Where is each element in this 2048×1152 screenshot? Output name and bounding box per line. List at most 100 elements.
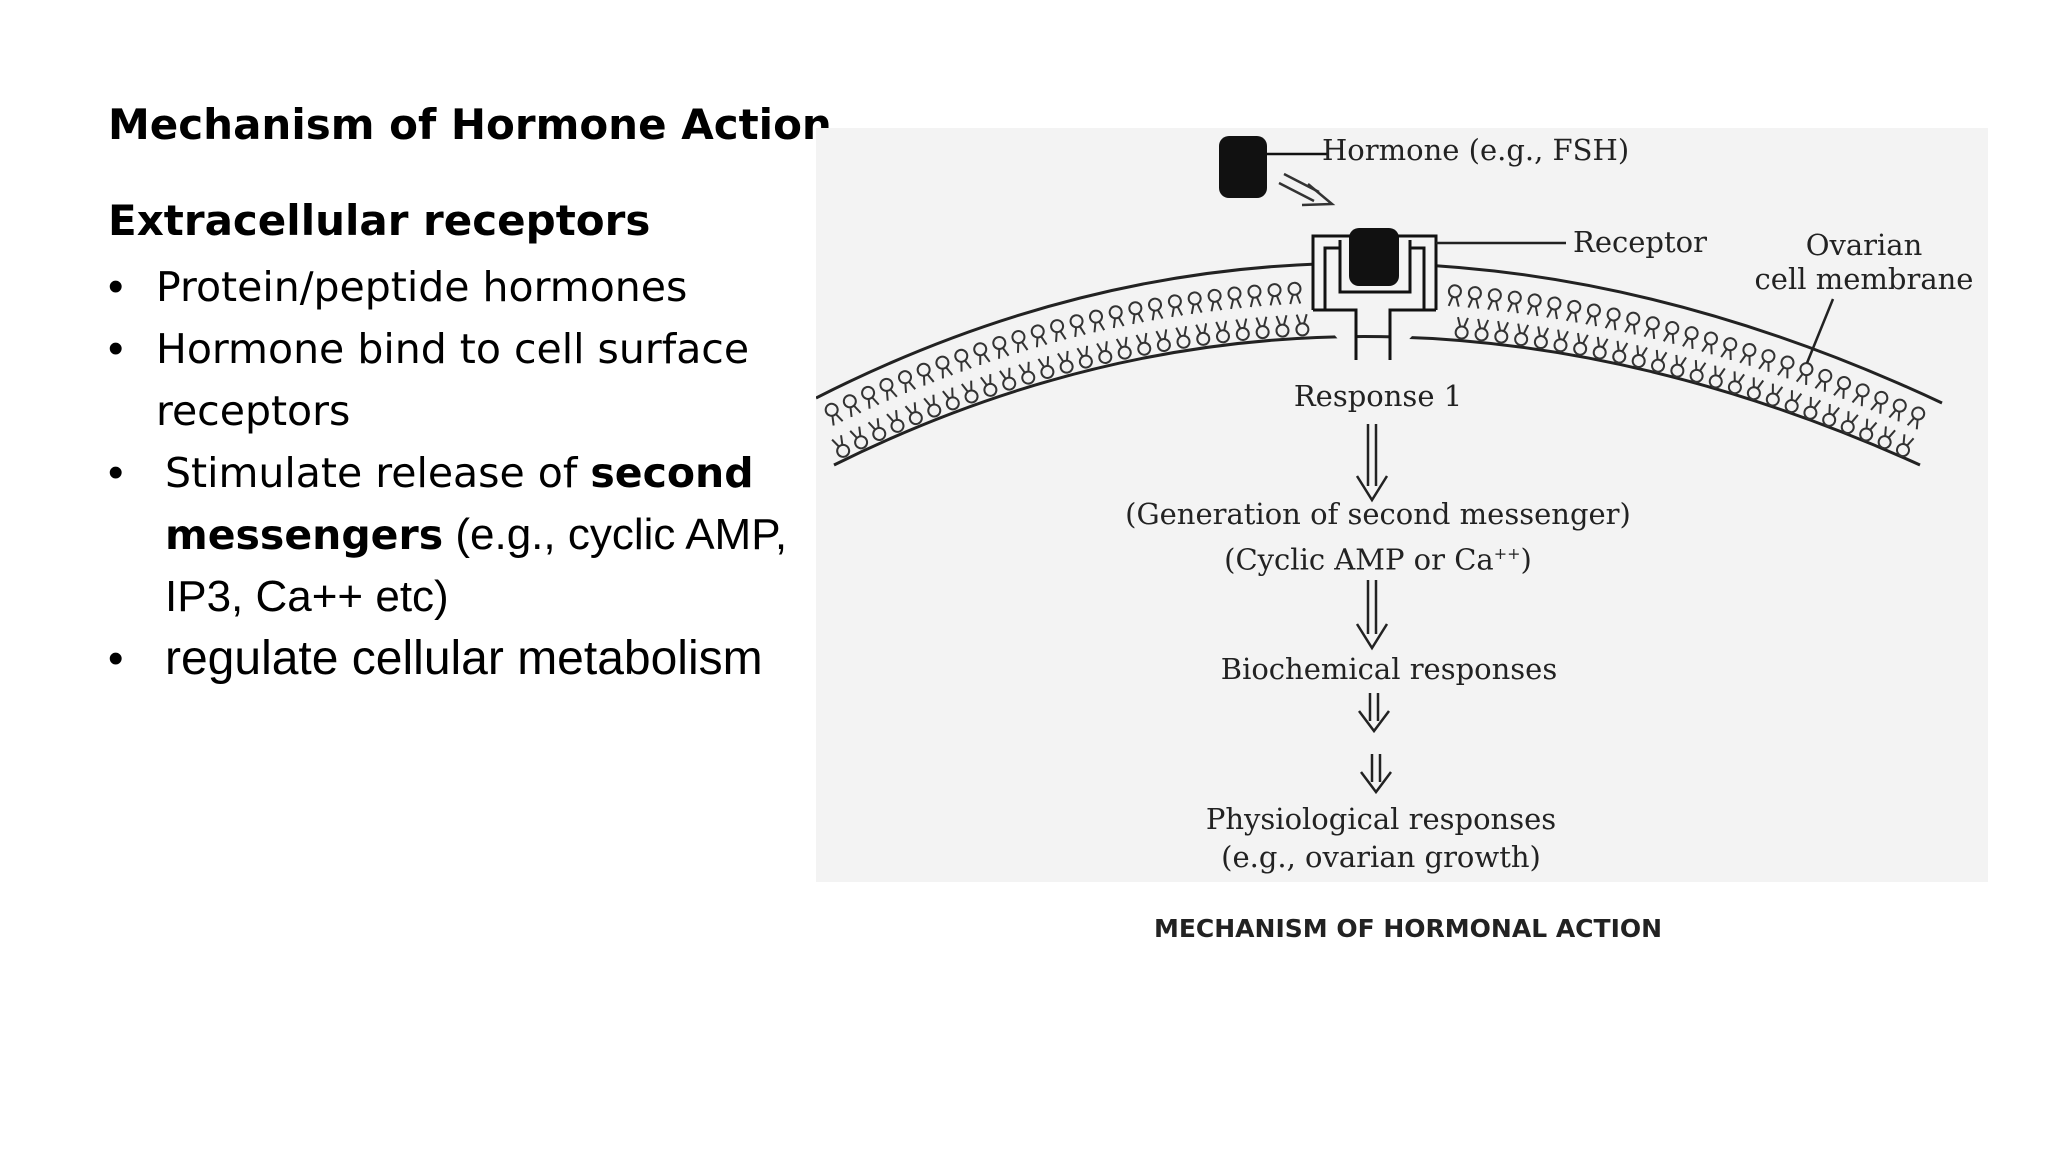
phospholipid (886, 410, 905, 433)
phospholipid (904, 402, 923, 426)
second-messenger-line: (Generation of second messenger) (1125, 497, 1631, 531)
flow-arrow (1355, 424, 1389, 503)
phospholipid (1187, 291, 1203, 315)
bullet-text: Stimulate release of second messengers (… (165, 442, 788, 628)
bullet-marker: • (108, 324, 124, 373)
phospholipid (1467, 286, 1482, 309)
phospholipid (1507, 290, 1522, 314)
phospholipid (1643, 316, 1660, 340)
phospholipid (1765, 383, 1784, 407)
binding-arrow (1278, 172, 1336, 207)
phospholipid (1494, 320, 1509, 344)
flow-arrow (1355, 580, 1389, 651)
phospholipid (1247, 284, 1262, 308)
subheading: Extracellular receptors (108, 196, 651, 245)
phospholipid (1670, 354, 1687, 378)
phospholipid (992, 335, 1010, 359)
bullet-item: • Protein/peptide hormones (108, 256, 788, 318)
bullet-marker: • (108, 634, 124, 683)
phospholipid (1784, 390, 1803, 414)
phospholipid (1454, 316, 1469, 340)
phospholipid (1295, 313, 1310, 337)
phospholipid (1573, 332, 1589, 356)
response1-label: Response 1 (1293, 379, 1463, 413)
diagram-drawing (816, 136, 1943, 795)
bullet-text-plain: Stimulate release of (165, 449, 591, 497)
phospholipid (1739, 342, 1757, 366)
phospholipid (1255, 316, 1270, 340)
biochemical-label: Biochemical responses (1220, 652, 1558, 686)
phospholipid (1565, 299, 1582, 323)
bullet-text: Protein/peptide hormones (156, 263, 688, 311)
phospholipid (1011, 330, 1029, 353)
phospholipid (1030, 324, 1048, 348)
superscript: ++ (1493, 544, 1521, 563)
phospholipid (923, 394, 942, 418)
flow-arrow (1358, 693, 1390, 734)
phospholipid (1175, 325, 1191, 349)
phospholipid (1135, 332, 1152, 356)
hormone-action-diagram: Hormone (e.g., FSH) Receptor Ovarian cel… (816, 128, 1988, 882)
membrane-label-line: cell membrane (1754, 262, 1974, 296)
phospholipid (831, 435, 851, 458)
phospholipid (1604, 307, 1621, 331)
phospholipid (897, 370, 917, 394)
phospholipid (1069, 314, 1086, 338)
phospholipid (1096, 341, 1113, 364)
hormone-label: Hormone (e.g., FSH) (1322, 133, 1630, 167)
physiological-label: Physiological responses (e.g., ovarian g… (1206, 800, 1556, 876)
phospholipid (1487, 288, 1502, 311)
phospholipid (1227, 286, 1242, 310)
phospholipid (1758, 349, 1776, 372)
phospholipid-pattern (824, 281, 1926, 458)
bullet-text: regulate cellular metabolism (165, 632, 763, 685)
phospholipid (960, 380, 979, 404)
closing-paren: ) (1520, 542, 1532, 577)
phospholipid (867, 418, 887, 441)
phospholipid (1662, 321, 1680, 344)
phospholipid (1057, 350, 1074, 374)
phospholipid (1148, 297, 1164, 321)
second-messenger-text: (Cyclic AMP or Ca (1224, 542, 1494, 577)
second-messenger-line: (Cyclic AMP or Ca++) (1125, 534, 1631, 580)
phospholipid (1155, 329, 1171, 353)
bullet-item: • Hormone bind to cell surface receptors (108, 318, 788, 442)
phospholipid (942, 387, 960, 411)
phospholipid (1701, 331, 1718, 355)
bullet-text-rest: (e.g., cyclic AMP, IP3, Ca++ etc) (165, 510, 788, 621)
phospholipid (1215, 320, 1230, 344)
phospholipid (1814, 368, 1833, 392)
phospholipid (1689, 360, 1707, 383)
phospholipid (1624, 311, 1641, 335)
phospholipid (1474, 318, 1490, 342)
phospholipid (1089, 309, 1106, 333)
phospholipid (1888, 398, 1907, 422)
phospholipid (1514, 323, 1530, 347)
phospholipid (861, 385, 880, 409)
phospholipid (1727, 371, 1745, 395)
phospholipid (1720, 337, 1738, 361)
phospholipid (1803, 396, 1822, 420)
membrane-label: Ovarian cell membrane (1755, 228, 1974, 296)
phospholipid (1777, 355, 1795, 379)
phospholipid (1235, 318, 1250, 341)
phospholipid (1533, 326, 1550, 350)
phospholipid (824, 402, 844, 426)
phospholipid (1708, 365, 1726, 389)
phospholipid (1651, 349, 1668, 373)
label-leaders (1436, 241, 1835, 364)
receptor-label: Receptor (1573, 225, 1707, 259)
phospholipid (849, 426, 869, 450)
physiological-line: Physiological responses (1205, 802, 1557, 836)
phospholipid (1592, 336, 1609, 360)
phospholipid (879, 377, 898, 401)
phospholipid (1195, 323, 1211, 346)
hormone-in-receptor (1349, 228, 1399, 286)
bullet-marker: • (108, 262, 124, 311)
physiological-line: (e.g., ovarian growth) (1221, 840, 1541, 874)
flow-arrows (1355, 424, 1392, 795)
phospholipid (980, 374, 998, 397)
phospholipid (935, 355, 954, 379)
phospholipid (1612, 340, 1629, 364)
second-messenger-label: (Generation of second messenger) (Cyclic… (1125, 494, 1631, 580)
